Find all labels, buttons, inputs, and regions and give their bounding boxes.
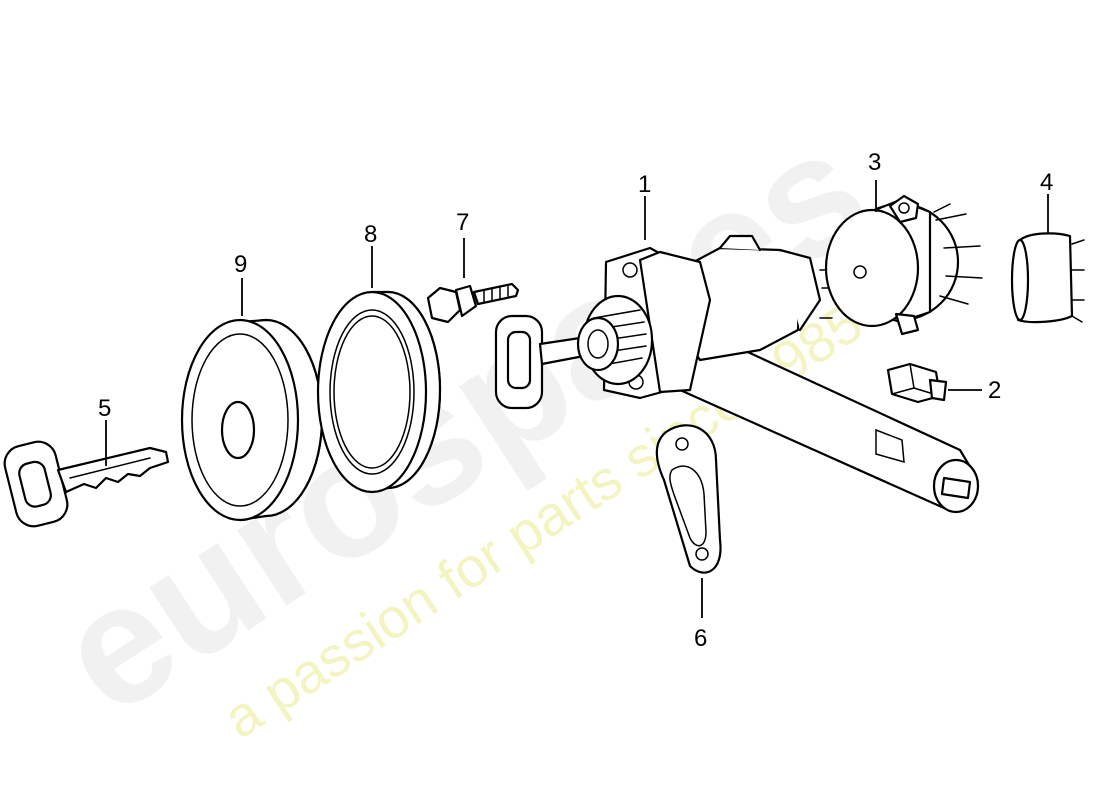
key-part xyxy=(3,440,170,528)
callout-5: 5 xyxy=(98,395,111,422)
trim-ring-part xyxy=(180,318,324,522)
ignition-switch-part xyxy=(824,194,983,336)
callout-9: 9 xyxy=(234,251,247,278)
gasket-part xyxy=(655,424,722,574)
shear-bolt-part xyxy=(426,282,520,324)
ring-part xyxy=(316,290,442,494)
steering-lock-housing-part xyxy=(576,234,980,514)
lock-key-part xyxy=(494,314,586,410)
callout-1: 1 xyxy=(638,171,651,198)
callout-2: 2 xyxy=(988,377,1001,404)
callout-4: 4 xyxy=(1040,169,1053,196)
contact-switch-part xyxy=(886,362,948,404)
callout-7: 7 xyxy=(456,209,469,236)
callouts: 1 2 3 4 5 6 7 8 9 xyxy=(98,149,1053,652)
callout-6: 6 xyxy=(694,625,707,652)
callout-8: 8 xyxy=(364,221,377,248)
switch-cap-part xyxy=(1010,232,1085,324)
callout-3: 3 xyxy=(868,149,881,176)
